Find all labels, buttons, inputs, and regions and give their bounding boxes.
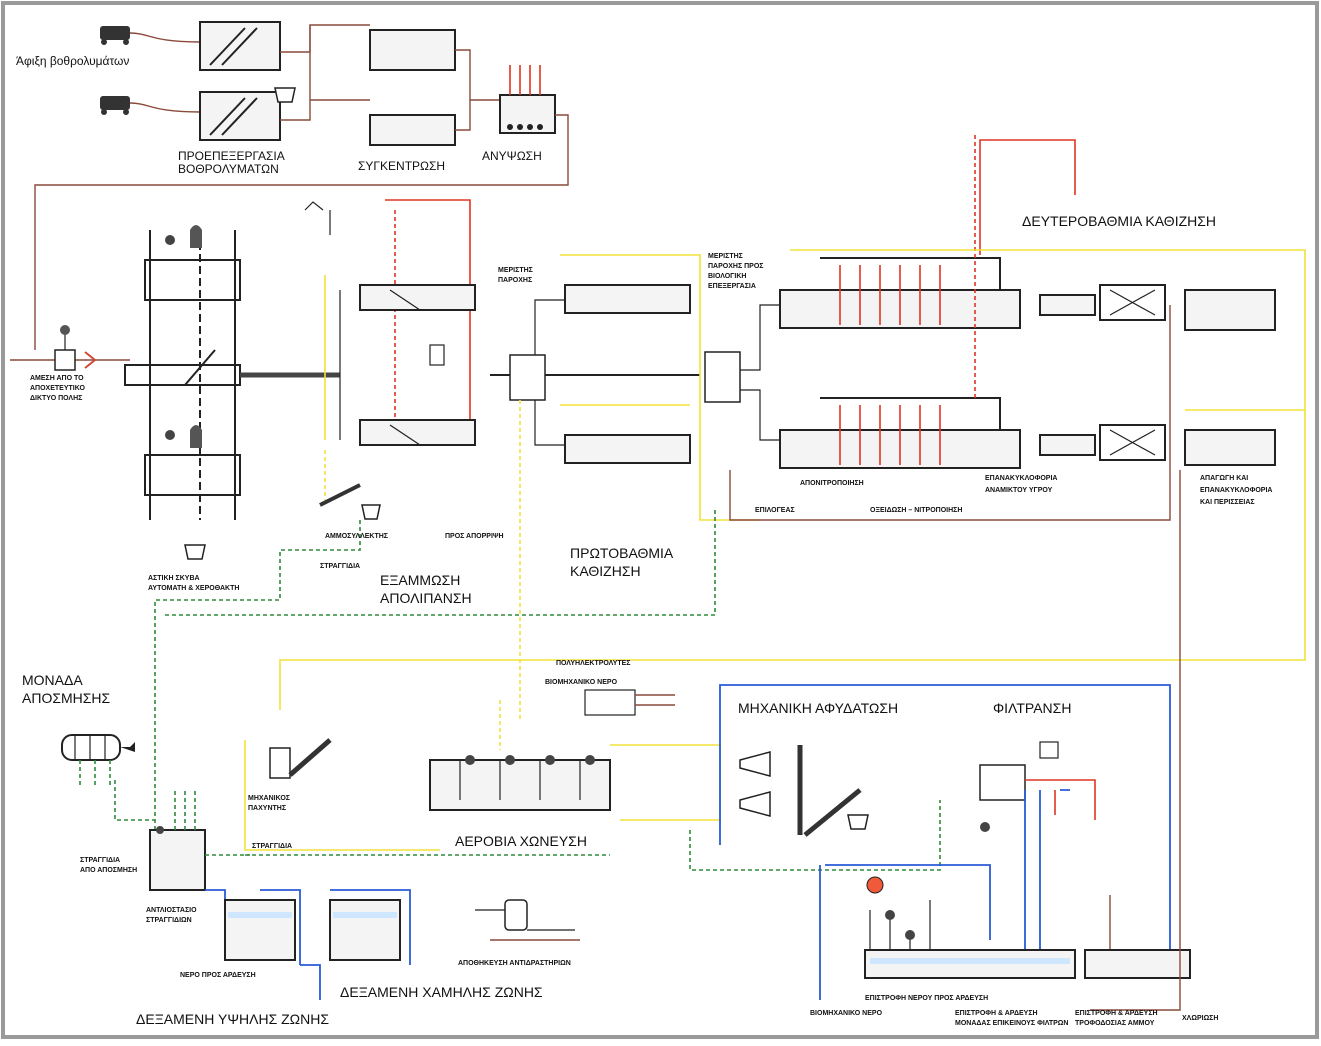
direct-network-line2: ΑΠΟΧΕΤΕΥΤΙΚΟ	[30, 385, 85, 392]
partial-flow-line2: ΠΑΡΟΧΗΣ	[498, 277, 532, 284]
drains-odor-line1: ΣΤΡΑΓΓΙΔΙΑ	[80, 857, 120, 864]
primary-settling-line1: ΠΡΩΤΟΒΑΘΜΙΑ	[570, 545, 674, 561]
partial-flow-line1: ΜΕΡΙΣΤΗΣ	[498, 267, 533, 274]
screenings-label: ΑΣΤΙΚΗ ΣΚΥΒΑ ΑΥΤΟΜΑΤΗ & ΧΕΡΟΘΑΚΤΗ	[148, 575, 239, 592]
selector-label: ΕΠΙΛΟΓΕΑΣ	[755, 507, 795, 514]
secondary-settling-label: ΔΕΥΤΕΡΟΒΑΘΜΙΑ ΚΑΘΙΖΗΣΗ	[1022, 213, 1216, 229]
chlorine-storage-section	[475, 900, 580, 940]
water-to-irrigation-label: ΝΕΡΟ ΠΡΟΣ ΑΡΔΕΥΣΗ	[180, 972, 256, 979]
removal-recirc-line1: ΑΠΑΓΩΓΗ ΚΑΙ	[1200, 475, 1248, 482]
dewatering-section	[690, 745, 940, 870]
scum-label: ΣΤΡΑΓΓΙΔΙΑ	[320, 563, 360, 570]
mech-thickener-line2: ΠΑΧΥΝΤΗΣ	[248, 805, 286, 812]
filtration-section	[820, 470, 1190, 1010]
primary-settling-line2: ΚΑΘΙΖΗΣΗ	[570, 563, 641, 579]
polyelectrolyte-label: ΠΟΛΥΗΛΕΚΤΡΟΛΥΤΕΣ	[556, 660, 631, 667]
low-zone-tank-label: ΔΕΞΑΜΕΝΗ ΧΑΜΗΛΗΣ ΖΩΝΗΣ	[340, 984, 543, 1000]
lifting-label: ΑΝΥΨΩΣΗ	[482, 149, 542, 163]
partial-flow-bio-line4: ΕΠΕΞΕΡΓΑΣΙΑ	[708, 283, 756, 290]
return-wash-filters-label: ΕΠΙΣΤΡΟΦΗ & ΑΡΔΕΥΣΗ ΜΟΝΑΔΑΣ ΕΠΙΚΕΙΝΟΥΣ Φ…	[955, 1010, 1068, 1027]
removal-recirc-line2: ΕΠΑΝΑΚΥΚΛΟΦΟΡΙΑ	[1200, 487, 1272, 494]
pump-station-line2: ΣΤΡΑΓΓΙΔΙΩΝ	[146, 917, 192, 924]
drains-label: ΣΤΡΑΓΓΙΔΙΑ	[252, 843, 292, 850]
odor-unit-line1: ΜΟΝΑΔΑ	[22, 672, 83, 688]
grit-degreasing-line2: ΑΠΟΛΙΠΑΝΣΗ	[380, 590, 472, 606]
recirculation-line2: ΑΝΑΜΙΚΤΟΥ ΥΓΡΟΥ	[985, 487, 1053, 494]
partial-flow-bio-line2: ΠΑΡΟΧΗΣ ΠΡΟΣ	[708, 263, 763, 270]
industrial-water2-label: ΒΙΟΜΗΧΑΝΙΚΟ ΝΕΡΟ	[810, 1010, 883, 1017]
mech-dewatering-label: ΜΗΧΑΝΙΚΗ ΑΦΥΔΑΤΩΣΗ	[738, 700, 898, 716]
partial-flow-label: ΜΕΡΙΣΤΗΣ ΠΑΡΟΧΗΣ	[498, 267, 535, 284]
primary-settling-section	[165, 255, 760, 720]
partial-flow-bio-line3: ΒΙΟΛΟΓΙΚΗ	[708, 273, 746, 280]
direct-network-label: ΑΜΕΣΗ ΑΠΟ ΤΟ ΑΠΟΧΕΤΕΥΤΙΚΟ ΔΙΚΤΥΟ ΠΟΛΗΣ	[30, 375, 87, 402]
mech-thickener-line1: ΜΗΧΑΝΙΚΟΣ	[248, 795, 290, 802]
skip-bin-icon	[185, 545, 205, 559]
removal-recirc-label: ΑΠΑΓΩΓΗ ΚΑΙ ΕΠΑΝΑΚΥΚΛΟΦΟΡΙΑ ΚΑΙ ΠΕΡΙΣΣΕΙ…	[1200, 475, 1274, 506]
truck-icon	[100, 96, 130, 115]
grit-degreasing-line1: ΕΞΑΜΜΩΣΗ	[380, 572, 460, 588]
direct-network-line3: ΔΙΚΤΥΟ ΠΟΛΗΣ	[30, 395, 82, 402]
thickening-label: ΣΥΓΚΕΝΤΡΩΣΗ	[358, 159, 445, 173]
return-wash-filters-line1: ΕΠΙΣΤΡΟΦΗ & ΑΡΔΕΥΣΗ	[955, 1010, 1038, 1017]
pump-station-label: ΑΝΤΛΙΟΣΤΑΣΙΟ ΣΤΡΑΓΓΙΔΙΩΝ	[146, 907, 198, 924]
chlorination-label: ΧΛΩΡΙΩΣΗ	[1182, 1015, 1218, 1022]
recirculation-label: ΕΠΑΝΑΚΥΚΛΟΦΟΡΙΑ ΑΝΑΜΙΚΤΟΥ ΥΓΡΟΥ	[985, 475, 1059, 494]
sludge-pretreatment-section	[35, 22, 568, 350]
partial-flow-bio-label: ΜΕΡΙΣΤΗΣ ΠΑΡΟΧΗΣ ΠΡΟΣ ΒΙΟΛΟΓΙΚΗ ΕΠΕΞΕΡΓΑ…	[708, 253, 765, 290]
screenings-line1: ΑΣΤΙΚΗ ΣΚΥΒΑ	[148, 575, 200, 582]
skip-bin-icon	[848, 815, 868, 829]
oxidation-label: ΟΞΕΙΔΩΣΗ – ΝΙΤΡΟΠΟΙΗΣΗ	[870, 507, 962, 514]
inlet-screening-section	[10, 225, 340, 559]
direct-network-line1: ΑΜΕΣΗ ΑΠΟ ΤΟ	[30, 375, 84, 382]
chlorine-storage-label: ΑΠΟΘΗΚΕΥΣΗ ΑΝΤΙΔΡΑΣΤΗΡΙΩΝ	[458, 960, 571, 967]
filtration-label: ΦΙΛΤΡΑΝΣΗ	[993, 700, 1071, 716]
denitrification-label: ΑΠΟΝΙΤΡΟΠΟΙΗΣΗ	[800, 480, 864, 487]
return-wash-filters-line2: ΜΟΝΑΔΑΣ ΕΠΙΚΕΙΝΟΥΣ ΦΙΛΤΡΩΝ	[955, 1020, 1068, 1027]
odor-unit-section	[62, 735, 155, 820]
return-wash-sand-line1: ΕΠΙΣΤΡΟΦΗ & ΑΡΔΕΥΣΗ	[1075, 1010, 1158, 1017]
grit-degreasing-label: ΕΞΑΜΜΩΣΗ ΑΠΟΛΙΠΑΝΣΗ	[380, 572, 472, 606]
pretreatment-label: ΠΡΟΕΠΕΞΕΡΓΑΣΙΑ ΒΟΘΡΟΛΥΜΑΤΩΝ	[178, 149, 287, 176]
industrial-water-label: ΒΙΟΜΗΧΑΝΙΚΟ ΝΕΡΟ	[545, 679, 618, 686]
skip-bin-icon	[362, 505, 380, 519]
truck-icon	[100, 26, 130, 45]
primary-settling-label: ΠΡΩΤΟΒΑΘΜΙΑ ΚΑΘΙΖΗΣΗ	[570, 545, 676, 579]
pump-station-section	[150, 790, 410, 1000]
drains-odor-label: ΣΤΡΑΓΓΙΔΙΑ ΑΠΟ ΑΠΟΣΜΗΣΗ	[80, 857, 137, 874]
pretreatment-line2: ΒΟΘΡΟΛΥΜΑΤΩΝ	[178, 162, 279, 176]
high-zone-tank-label: ΔΕΞΑΜΕΝΗ ΥΨΗΛΗΣ ΖΩΝΗΣ	[136, 1011, 329, 1027]
return-wash-sand-label: ΕΠΙΣΤΡΟΦΗ & ΑΡΔΕΥΣΗ ΤΡΟΦΟΔΟΣΙΑΣ ΑΜΜΟΥ	[1075, 1010, 1160, 1027]
water-return-label: ΕΠΙΣΤΡΟΦΗ ΝΕΡΟΥ ΠΡΟΣ ΑΡΔΕΥΣΗ	[865, 995, 988, 1002]
partial-flow-bio-line1: ΜΕΡΙΣΤΗΣ	[708, 253, 743, 260]
to-disposal-label: ΠΡΟΣ ΑΠΟΡΡΙΨΗ	[445, 533, 504, 540]
screenings-line2: ΑΥΤΟΜΑΤΗ & ΧΕΡΟΘΑΚΤΗ	[148, 585, 239, 592]
odor-unit-label: ΜΟΝΑΔΑ ΑΠΟΣΜΗΣΗΣ	[22, 672, 111, 706]
odor-unit-line2: ΑΠΟΣΜΗΣΗΣ	[22, 690, 111, 706]
skip-bin-icon	[275, 88, 295, 102]
removal-recirc-line3: ΚΑΙ ΠΕΡΙΣΣΕΙΑΣ	[1200, 499, 1255, 506]
pretreatment-line1: ΠΡΟΕΠΕΞΕΡΓΑΣΙΑ	[178, 149, 285, 163]
drains-odor-line2: ΑΠΟ ΑΠΟΣΜΗΣΗ	[80, 867, 137, 874]
recirculation-line1: ΕΠΑΝΑΚΥΚΛΟΦΟΡΙΑ	[985, 475, 1057, 482]
pump-station-line1: ΑΝΤΛΙΟΣΤΑΣΙΟ	[146, 907, 197, 914]
aerobic-digestion-label: ΑΕΡΟΒΙΑ ΧΩΝΕΥΣΗ	[455, 833, 587, 849]
sludge-arrival-label: Άφιξη βοθρολυμάτων	[16, 54, 129, 68]
sand-removal-label: ΑΜΜΟΣΥΛΛΕΚΤΗΣ	[325, 533, 388, 540]
return-wash-sand-line2: ΤΡΟΦΟΔΟΣΙΑΣ ΑΜΜΟΥ	[1075, 1020, 1155, 1027]
mech-thickener-label: ΜΗΧΑΝΙΚΟΣ ΠΑΧΥΝΤΗΣ	[248, 795, 292, 812]
